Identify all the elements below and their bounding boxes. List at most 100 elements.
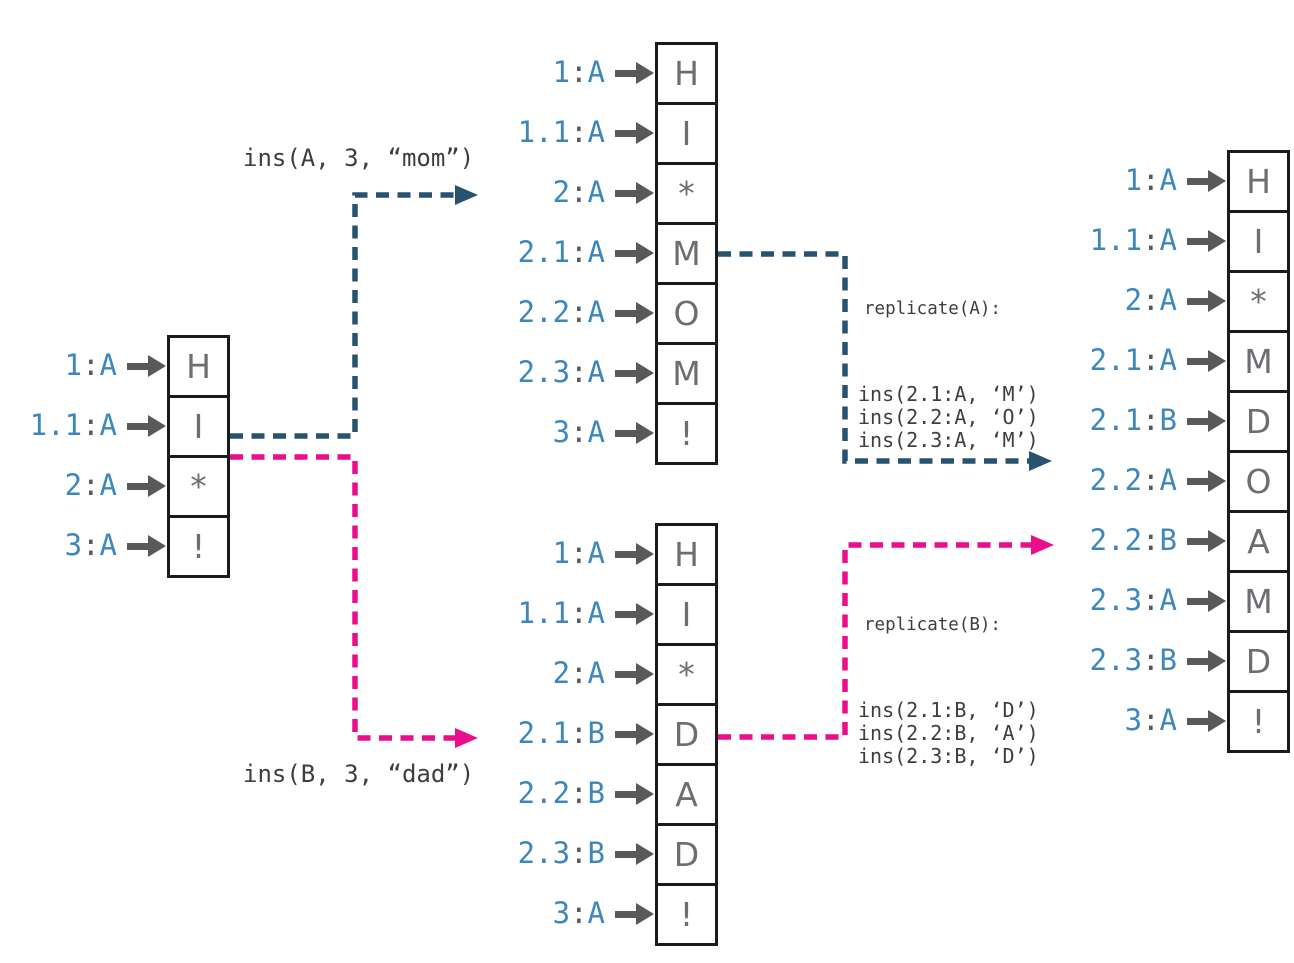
element-cell: I <box>1227 210 1290 273</box>
element-id-label: 2.1:A <box>1089 343 1177 377</box>
replica-column-initial: 1:A H 1.1:A I 2:A * 3:A ! <box>2 335 232 578</box>
replica-row: 2.2:A O <box>490 282 720 345</box>
replica-row: 2.3:A M <box>490 342 720 405</box>
op-line: ins(2.1:A, ‘M’) <box>858 382 1039 406</box>
pointer-arrow-icon <box>615 663 654 685</box>
element-id-label: 2:A <box>552 175 605 209</box>
replica-row: 1.1:A I <box>490 583 720 646</box>
element-cell: M <box>655 222 718 285</box>
element-id-label: 2.2:B <box>1089 523 1177 557</box>
replica-row: 3:A ! <box>490 883 720 946</box>
element-id-label: 2.3:B <box>1089 643 1177 677</box>
replicate-a-ops: ins(2.1:A, ‘M’)ins(2.2:A, ‘O’)ins(2.3:A,… <box>858 383 1039 452</box>
element-cell: O <box>1227 450 1290 513</box>
op-line: ins(2.3:A, ‘M’) <box>858 428 1039 452</box>
element-cell: I <box>167 395 230 458</box>
pointer-arrow-icon <box>1187 170 1226 192</box>
pointer-arrow-icon <box>615 422 654 444</box>
replica-row: 1.1:A I <box>490 102 720 165</box>
replica-row: 2.2:B A <box>1062 510 1292 573</box>
pointer-arrow-icon <box>1187 290 1226 312</box>
replicate-a-note: replicate(A): ins(2.1:A, ‘M’)ins(2.2:A, … <box>858 261 1039 490</box>
replicate-b-note: replicate(B): ins(2.1:B, ‘D’)ins(2.2:B, … <box>858 577 1039 806</box>
element-id-label: 1.1:A <box>29 408 117 442</box>
element-id-label: 2.1:B <box>517 716 605 750</box>
element-id-label: 1.1:A <box>517 596 605 630</box>
pointer-arrow-icon <box>615 362 654 384</box>
element-id-label: 3:A <box>552 415 605 449</box>
replica-row: 2:A * <box>490 643 720 706</box>
pointer-arrow-icon <box>615 723 654 745</box>
element-id-label: 3:A <box>64 528 117 562</box>
element-cell: H <box>655 523 718 586</box>
element-cell: ! <box>655 883 718 946</box>
element-cell: M <box>1227 570 1290 633</box>
element-cell: H <box>1227 150 1290 213</box>
element-cell: * <box>167 455 230 518</box>
replica-column-merged: 1:A H 1.1:A I 2:A * 2.1:A M 2.1:B <box>1062 150 1292 753</box>
element-cell: I <box>655 102 718 165</box>
element-cell: ! <box>655 402 718 465</box>
element-cell: * <box>655 643 718 706</box>
replica-row: 2.3:B D <box>1062 630 1292 693</box>
pointer-arrow-icon <box>127 355 166 377</box>
pointer-arrow-icon <box>1187 230 1226 252</box>
op-line: ins(2.1:B, ‘D’) <box>858 698 1039 722</box>
pointer-arrow-icon <box>615 122 654 144</box>
element-cell: ! <box>1227 690 1290 753</box>
replica-row: 1:A H <box>2 335 232 398</box>
replica-row: 2.3:A M <box>1062 570 1292 633</box>
element-id-label: 1:A <box>64 348 117 382</box>
element-id-label: 1:A <box>552 55 605 89</box>
element-cell: O <box>655 282 718 345</box>
element-id-label: 2:A <box>64 468 117 502</box>
element-cell: M <box>655 342 718 405</box>
element-cell: D <box>1227 390 1290 453</box>
replica-row: 2:A * <box>490 162 720 225</box>
replica-row: 2.1:A M <box>1062 330 1292 393</box>
replica-row: 1:A H <box>490 42 720 105</box>
replica-row: 3:A ! <box>2 515 232 578</box>
pointer-arrow-icon <box>615 843 654 865</box>
pointer-arrow-icon <box>615 242 654 264</box>
element-cell: D <box>655 703 718 766</box>
element-cell: D <box>1227 630 1290 693</box>
pointer-arrow-icon <box>1187 650 1226 672</box>
pointer-arrow-icon <box>127 535 166 557</box>
replica-row: 2:A * <box>1062 270 1292 333</box>
pointer-arrow-icon <box>615 182 654 204</box>
pointer-arrow-icon <box>1187 410 1226 432</box>
op-line: ins(2.2:B, ‘A’) <box>858 721 1039 745</box>
element-id-label: 2.3:A <box>1089 583 1177 617</box>
element-id-label: 2:A <box>1124 283 1177 317</box>
replica-row: 1:A H <box>490 523 720 586</box>
pointer-arrow-icon <box>615 603 654 625</box>
op-line: ins(2.2:A, ‘O’) <box>858 405 1039 429</box>
replica-column-a: 1:A H 1.1:A I 2:A * 2.1:A M 2.2:A <box>490 42 720 465</box>
replica-row: 2.1:B D <box>490 703 720 766</box>
ins-dad-label: ins(B, 3, “dad”) <box>243 760 475 788</box>
element-cell: H <box>167 335 230 398</box>
pointer-arrow-icon <box>615 903 654 925</box>
element-id-label: 2.1:B <box>1089 403 1177 437</box>
ins-b-arrow <box>230 454 478 748</box>
replica-row: 1.1:A I <box>1062 210 1292 273</box>
pointer-arrow-icon <box>615 783 654 805</box>
element-id-label: 2.2:B <box>517 776 605 810</box>
replica-row: 3:A ! <box>490 402 720 465</box>
pointer-arrow-icon <box>1187 710 1226 732</box>
replica-row: 1:A H <box>1062 150 1292 213</box>
pointer-arrow-icon <box>1187 590 1226 612</box>
pointer-arrow-icon <box>127 475 166 497</box>
element-cell: I <box>655 583 718 646</box>
element-id-label: 2.3:B <box>517 836 605 870</box>
element-id-label: 2.2:A <box>1089 463 1177 497</box>
op-line: ins(2.3:B, ‘D’) <box>858 744 1039 768</box>
replica-row: 2:A * <box>2 455 232 518</box>
element-id-label: 3:A <box>1124 703 1177 737</box>
element-id-label: 1:A <box>1124 163 1177 197</box>
element-id-label: 2.1:A <box>517 235 605 269</box>
replicate-a-title: replicate(A): <box>864 299 1001 319</box>
element-id-label: 2.3:A <box>517 355 605 389</box>
